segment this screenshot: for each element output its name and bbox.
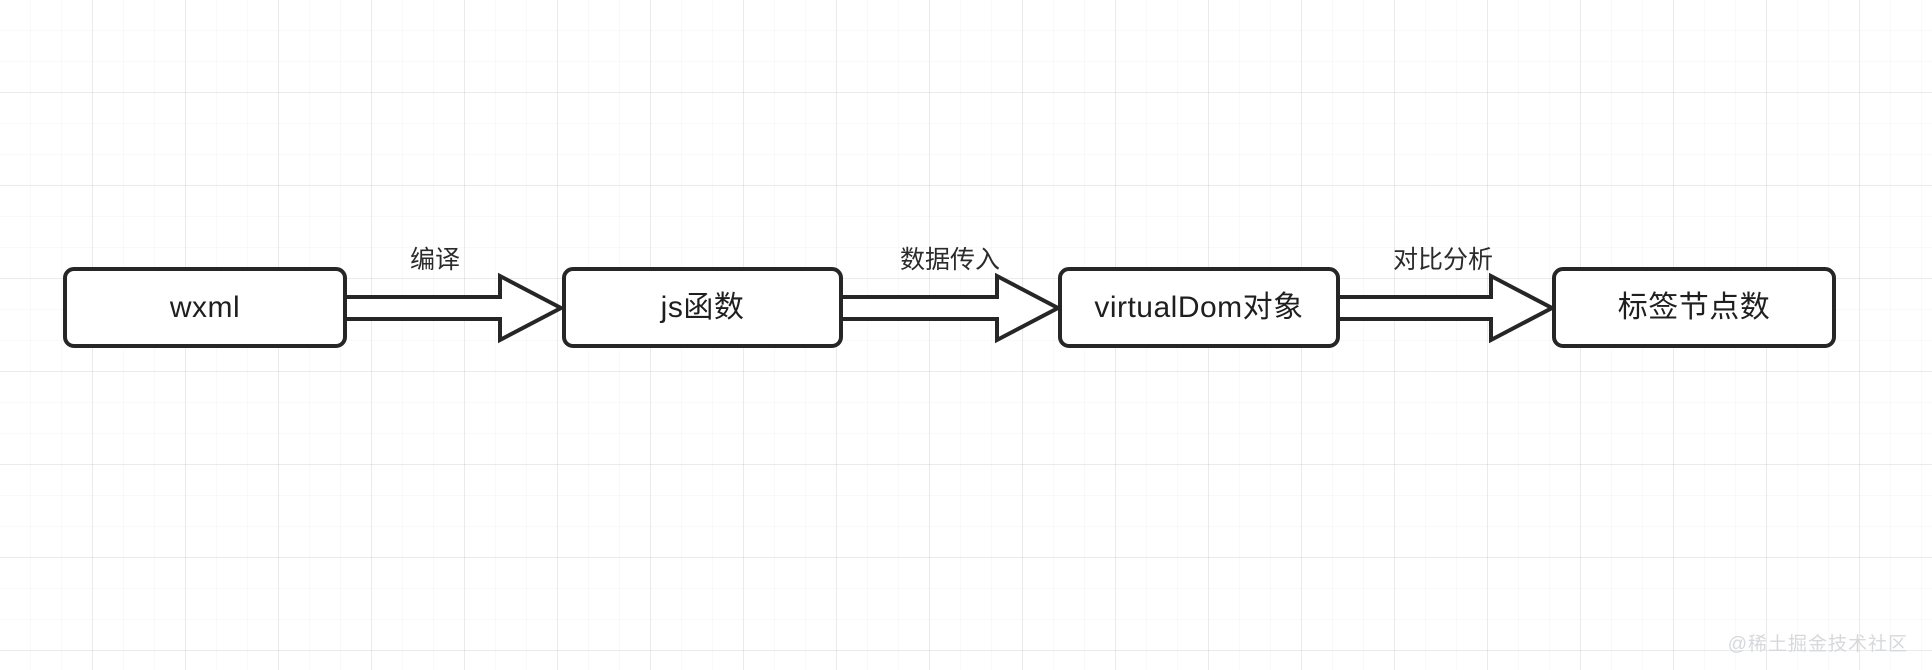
arrow-virtualdom-to-tagnodes bbox=[1340, 272, 1557, 344]
arrow-jsfunction-to-virtualdom bbox=[843, 272, 1063, 344]
edge-label-data-input: 数据传入 bbox=[899, 246, 1001, 274]
node-wxml-label: wxml bbox=[169, 290, 241, 324]
node-js-function[interactable]: js函数 bbox=[562, 267, 843, 348]
node-tag-node-count-label: 标签节点数 bbox=[1617, 290, 1771, 324]
node-virtualdom-object[interactable]: virtualDom对象 bbox=[1058, 267, 1340, 348]
watermark: @稀土掘金技术社区 bbox=[1727, 634, 1908, 655]
edge-label-compile: 编译 bbox=[409, 246, 461, 274]
arrow-wxml-to-jsfunction bbox=[347, 272, 566, 344]
node-js-function-label: js函数 bbox=[660, 290, 745, 324]
edge-label-diff-analysis: 对比分析 bbox=[1392, 246, 1494, 274]
node-virtualdom-object-label: virtualDom对象 bbox=[1094, 290, 1304, 324]
node-wxml[interactable]: wxml bbox=[63, 267, 347, 348]
node-tag-node-count[interactable]: 标签节点数 bbox=[1552, 267, 1836, 348]
